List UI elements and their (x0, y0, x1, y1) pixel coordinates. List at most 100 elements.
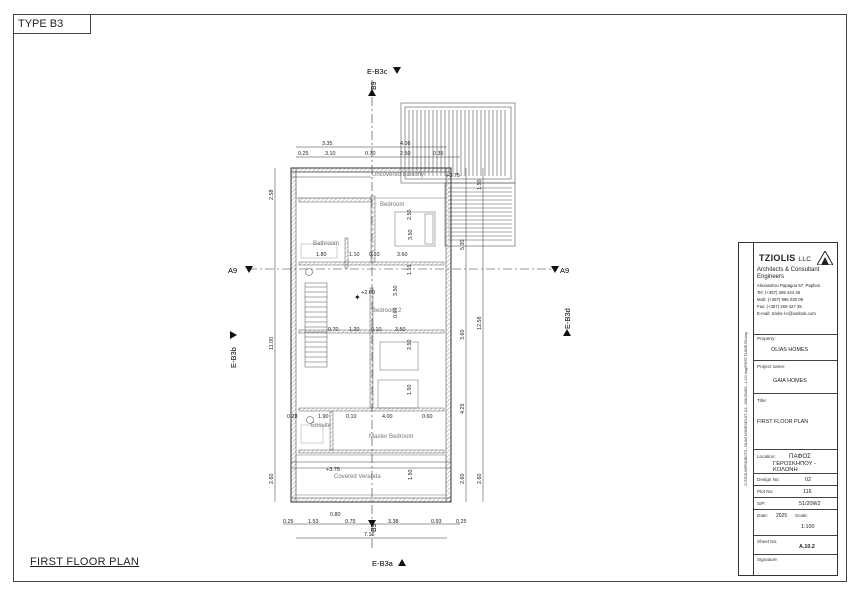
level-mid: +2.60 (361, 290, 375, 296)
room-labels: Uncovered Balcony Bedroom Bathroom Bedro… (311, 172, 424, 480)
divider (753, 334, 837, 335)
sp-value: 51/20W2 (799, 501, 821, 507)
room-master-bedroom: Master Bedroom (369, 434, 413, 440)
sheet-label: Sheet No: (757, 539, 778, 544)
dim-top-e: 0.35 (433, 151, 444, 157)
dim-right-a: 5.30 (460, 240, 466, 251)
dim-ens-a: 0.28 (287, 414, 298, 420)
plot-label: Plot No: (757, 489, 774, 494)
divider (753, 497, 837, 498)
dim-bed2-d: 3.50 (395, 327, 406, 333)
room-bathroom: Bathroom (313, 241, 339, 247)
axis-right: A9 (560, 266, 569, 275)
section-right: E-B3d (563, 308, 572, 329)
dim-bot-d: 3.38 (388, 519, 399, 525)
divider (753, 449, 837, 450)
dim-ens-d: 4.00 (382, 414, 393, 420)
drawing-sheet-border (13, 14, 847, 582)
dimension-lines (274, 146, 484, 539)
dim-v-b: 1.50 (407, 385, 413, 396)
dim-right-b: 12.58 (477, 317, 483, 331)
project-label: Project name: (757, 364, 786, 369)
axis-top: B9 (371, 81, 378, 90)
dim-left-b: 11.00 (269, 337, 275, 350)
dim-top-right: 4.06 (400, 141, 411, 147)
dim-bath-a: 1.80 (316, 252, 327, 258)
dim-top-c: 0.70 (365, 151, 376, 157)
dim-right-h: 1.50 (477, 180, 483, 191)
firm-logo-icon (817, 251, 833, 265)
divider (753, 393, 837, 394)
axis-bottom: B9 (371, 523, 378, 532)
dim-v-d: 1.15 (407, 265, 413, 276)
dim-bot-total: 7.16 (364, 532, 375, 538)
drawing-title: FIRST FLOOR PLAN (30, 556, 140, 568)
dim-top-d: 2.50 (400, 151, 411, 157)
property-value: OLIAS HOMES (771, 347, 809, 353)
date-label: Date: (757, 513, 768, 518)
level-bottom: +3.75 (326, 467, 340, 473)
dim-top-total: 3.35 (322, 141, 333, 147)
dim-v-a: 2.50 (407, 340, 413, 351)
dim-bed2-a: 0.70 (328, 327, 339, 333)
firm-fax: Fax: (+357) 269 427 35 (757, 304, 802, 309)
title-value: FIRST FLOOR PLAN (757, 419, 809, 425)
firm-name-suffix: LLC (798, 256, 812, 263)
design-value: 02 (805, 477, 811, 483)
title-block: Z:\TZIOLIS\PROJECTS - OLIAS HOMES\PLOT 1… (738, 242, 838, 576)
compass-star-icon: ✦ (354, 293, 361, 302)
dim-top-a: 0.25 (298, 151, 309, 157)
project-value: GAIA HOMES (773, 378, 807, 384)
divider (753, 554, 837, 555)
dim-v-c: 3.50 (393, 286, 399, 297)
dim-left-a: 2.58 (269, 190, 275, 201)
building-walls (290, 167, 452, 503)
firm-tel: Tel: (+357) 269 444 45 (757, 290, 801, 295)
signature-label: Signature: (757, 557, 778, 562)
dimension-texts: 3.35 4.06 0.25 3.10 0.70 2.50 0.35 2.58 … (269, 141, 483, 538)
room-uncovered-balcony: Uncovered Balcony (372, 172, 424, 178)
firm-name-main: TZIOLIS (759, 253, 796, 263)
title-block-filepath-strip: Z:\TZIOLIS\PROJECTS - OLIAS HOMES\PLOT 1… (739, 243, 754, 575)
dim-right-c: 3.60 (460, 330, 466, 341)
firm-address: Alexandrou Papagou 57, Paphos (757, 283, 821, 288)
dim-ens-c: 0.10 (346, 414, 357, 420)
dim-right-e: 2.60 (460, 474, 466, 485)
room-ensuite: Ensuite (311, 423, 332, 429)
dim-ens-b: 1.90 (318, 414, 329, 420)
firm-email: E-mail: tziolis-l-c@outlook.com (757, 311, 816, 316)
design-label: Design No: (757, 477, 780, 482)
divider (753, 509, 837, 510)
type-label: TYPE B3 (13, 14, 91, 34)
location-line-2: ΓΕΡΟΣΚΗΠΟΥ - ΚΟΛΩΝΗ (773, 461, 816, 473)
dim-bed2-b: 1.20 (349, 327, 360, 333)
title-label: Title: (757, 398, 767, 403)
firm-name: TZIOLIS LLC (759, 253, 811, 263)
divider (753, 360, 837, 361)
dim-bath-b: 1.10 (349, 252, 360, 258)
dim-right-e2: 2.60 (477, 474, 483, 485)
property-label: Property: (757, 336, 776, 341)
dim-top-b: 3.10 (325, 151, 336, 157)
section-bottom: E-B3a (372, 559, 394, 568)
section-left: E-B3b (229, 347, 238, 368)
room-bedroom: Bedroom (380, 202, 404, 208)
date-value: 2025 (776, 513, 788, 519)
dim-bot-a: 0.25 (283, 519, 294, 525)
dim-v-e: 2.50 (407, 210, 413, 221)
divider (753, 535, 837, 536)
dim-bot-g: 0.80 (330, 512, 341, 518)
axis-lines (248, 80, 555, 548)
scale-label: Scale: (795, 513, 808, 518)
dim-bath-c: 0.10 (369, 252, 380, 258)
veranda-railing (291, 171, 451, 469)
divider (753, 485, 837, 486)
dim-bot-c: 0.75 (345, 519, 356, 525)
dim-bot-f: 0.25 (456, 519, 467, 525)
dim-bath-d: 3.60 (397, 252, 408, 258)
dim-bot-e: 0.93 (431, 519, 442, 525)
sheet-value: A.10.2 (799, 544, 815, 550)
level-top: +3.75 (446, 173, 460, 179)
firm-subtitle: Architects & Consultant Engineers (757, 267, 820, 280)
section-markers (230, 67, 571, 566)
